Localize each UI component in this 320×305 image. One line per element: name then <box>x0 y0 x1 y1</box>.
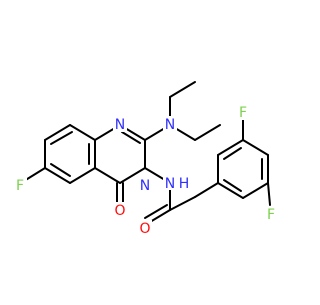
atom-label-phenyl-f-bottom: F <box>267 207 275 223</box>
bond <box>169 81 196 98</box>
atom-label-ring-o: O <box>114 203 125 219</box>
bond <box>23 167 46 182</box>
bond <box>50 131 73 145</box>
bond <box>223 179 242 192</box>
atom-label-amide-n: N <box>165 176 175 192</box>
atom-label-amine-n: N <box>165 117 175 133</box>
atom-n-amide: N <box>163 174 177 192</box>
bond <box>50 163 71 177</box>
bond <box>119 167 146 184</box>
bond <box>194 182 219 198</box>
atom-n-amine: N <box>163 116 177 133</box>
bond <box>69 124 96 141</box>
bond <box>69 167 96 184</box>
atom-label-n1: N <box>115 117 125 133</box>
atom-label-quinazolinone-f: F <box>16 178 24 194</box>
atom-label-amide-o: O <box>139 221 150 237</box>
bond <box>194 124 221 141</box>
bond <box>169 196 196 211</box>
bond <box>217 139 244 156</box>
bond <box>121 131 141 144</box>
atom-f-bottom: F <box>264 206 278 223</box>
bond <box>267 182 271 206</box>
atom-f-top: F <box>236 104 250 121</box>
atom-label-amide-h: H <box>179 176 190 192</box>
bonds <box>23 81 271 226</box>
atom-h-amide: H <box>177 174 191 192</box>
atom-f-quinazolinone: F <box>13 176 27 194</box>
atom-o-ring: O <box>113 202 127 219</box>
atom-n1: N <box>113 116 127 133</box>
bond <box>217 182 244 199</box>
bond <box>242 139 269 156</box>
bond <box>44 124 71 141</box>
bond <box>242 182 269 199</box>
atom-n3: N <box>138 176 152 194</box>
atom-labels: N N N N H O O F <box>13 104 278 237</box>
atom-label-phenyl-f-top: F <box>239 105 247 121</box>
bond <box>44 167 71 184</box>
atom-o-amide: O <box>138 220 152 237</box>
structure-canvas: N N N N H O O F <box>13 81 278 237</box>
molecule-structure: N N N N H O O F <box>13 81 278 237</box>
bond <box>144 204 168 219</box>
atom-label-n3: N <box>140 178 150 194</box>
bond <box>94 167 121 184</box>
bond <box>223 147 242 160</box>
